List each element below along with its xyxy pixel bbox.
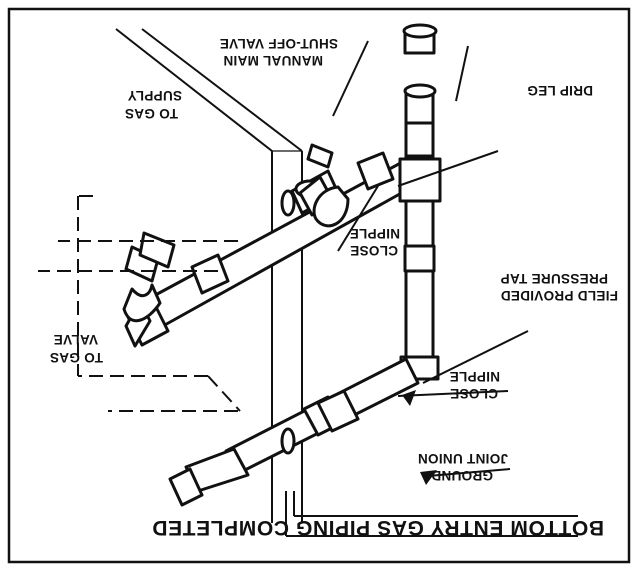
supply-dash-bend: [207, 375, 241, 412]
diagram-caption: BOTTOM ENTRY GAS PIPING COMPLETED: [152, 516, 604, 539]
label-close-nipple-bottom-line2: NIPPLE: [449, 369, 500, 384]
label-manual-valve-line1: MANUAL MAIN: [223, 53, 323, 68]
label-manual-valve: MANUAL MAIN SHUT-OFF VALVE: [220, 36, 338, 68]
label-to-gas-valve-line2: VALVE: [53, 332, 98, 347]
label-to-gas-valve-line1: TO GAS: [50, 350, 103, 365]
label-close-nipple-top-line1: CLOSE: [350, 243, 398, 258]
label-pressure-tap-line2: PRESSURE TAP: [500, 271, 608, 286]
label-to-gas-supply: TO GAS SUPPLY: [125, 88, 182, 121]
label-ground-union-line1: GROUND: [431, 468, 493, 483]
label-drip-leg: DRIP LEG: [527, 83, 593, 98]
tee-fitting: [398, 157, 442, 203]
label-to-gas-supply-line2: SUPPLY: [127, 88, 182, 103]
label-to-gas-supply-line1: TO GAS: [125, 106, 178, 121]
diagram-frame: [7, 7, 631, 564]
label-close-nipple-bottom: CLOSE NIPPLE: [449, 369, 500, 401]
label-close-nipple-top-line2: NIPPLE: [349, 226, 400, 241]
label-manual-valve-line2: SHUT-OFF VALVE: [220, 36, 338, 51]
label-close-nipple-top: CLOSE NIPPLE: [349, 226, 400, 258]
label-ground-union-line2: JOINT UNION: [418, 451, 508, 466]
gas-valve-pipe: [168, 357, 420, 507]
label-pressure-tap-line1: FIELD PROVIDED: [501, 288, 618, 303]
label-pressure-tap: FIELD PROVIDED PRESSURE TAP: [500, 271, 618, 303]
label-close-nipple-bottom-line1: CLOSE: [450, 386, 498, 401]
gas-valve-body: [298, 143, 350, 228]
label-to-gas-valve: TO GAS VALVE: [50, 332, 103, 365]
label-ground-union: GROUND JOINT UNION: [418, 451, 508, 483]
supply-elbow: [122, 231, 176, 323]
leader-lines: [332, 40, 529, 485]
